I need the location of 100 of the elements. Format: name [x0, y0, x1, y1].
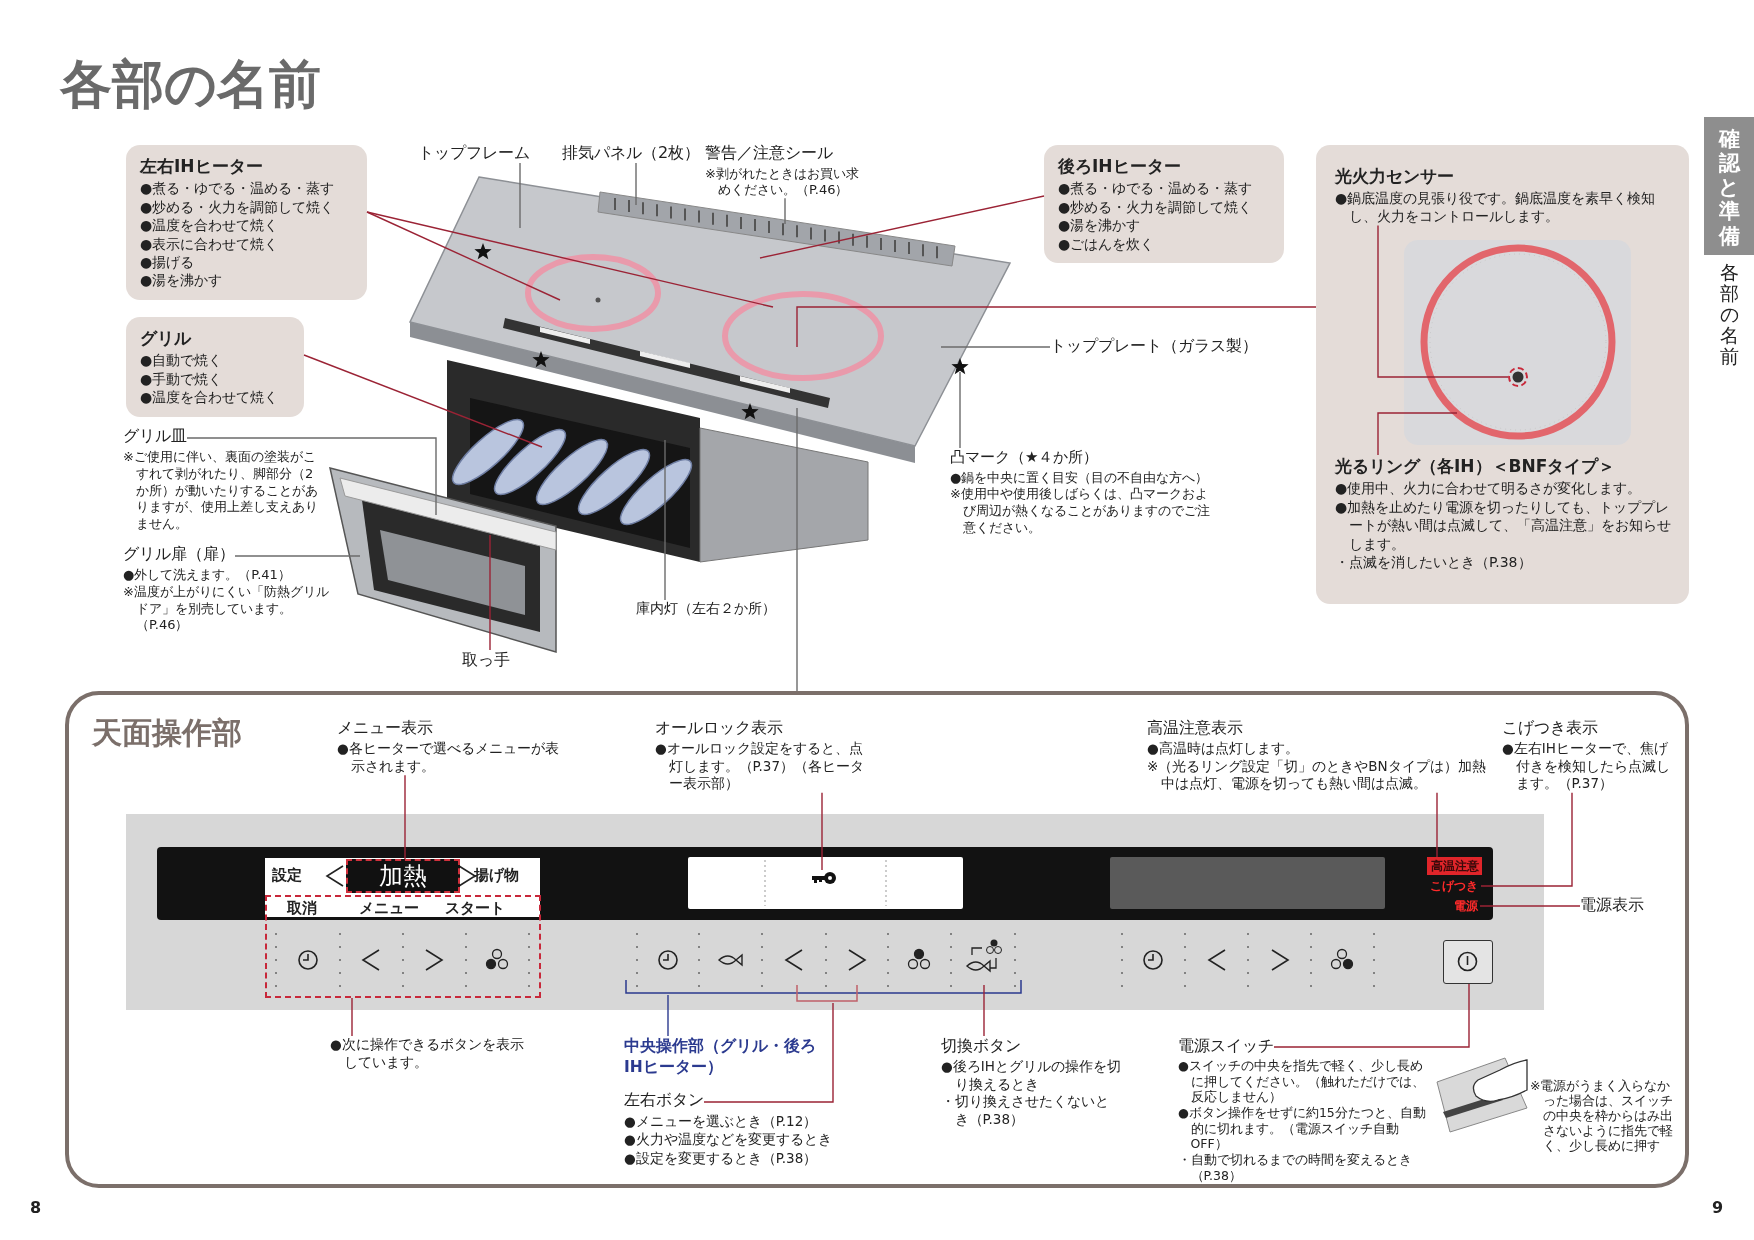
callout-text: ●鍋底温度の見張り役です。鍋底温度を素早く検知し、火力をコントロールします。 — [1335, 189, 1657, 226]
info-panel — [1316, 145, 1689, 604]
part-label: 庫内灯（左右２か所） — [636, 600, 776, 618]
callout-text: ●高温時は点灯します。 — [1147, 740, 1300, 758]
display-text: 揚げ物 — [474, 866, 519, 885]
section-heading: 天面操作部 — [92, 714, 242, 752]
leader-line — [784, 197, 786, 225]
callout-heading: メニュー表示 — [337, 718, 433, 739]
callout-heading: 電源スイッチ — [1178, 1036, 1274, 1057]
page-number: 9 — [1712, 1198, 1724, 1217]
callout-text: ※ご使用に伴い、裏面の塗装がこすれて剥がれたり、脚部分（2か所）が動いたりすることがありますが、使用上差し支えありません。 — [123, 448, 319, 534]
leader-line — [635, 162, 637, 206]
callout-text: ●表示に合わせて焼く — [140, 234, 280, 253]
callout-text: ●炒める・火力を調節して焼く — [1058, 197, 1254, 217]
side-label: 各部の名前 — [1718, 262, 1740, 367]
display-text: スタート — [445, 899, 505, 918]
leader-line — [186, 437, 437, 516]
leader-line — [1273, 983, 1470, 1048]
leader-line — [759, 195, 1045, 259]
callout-text: ●温度を合わせて焼く — [140, 216, 280, 235]
callout-text: ・切り換えさせたくないとき（P.38） — [941, 1093, 1110, 1129]
part-label: トップフレーム — [418, 143, 530, 163]
callout-text: ●湯を沸かす — [1058, 216, 1142, 235]
callout-text: ※温度が上がりにくい「防熱グリルドア」を別売しています。（P.46） — [123, 583, 330, 635]
leader-line — [303, 354, 543, 448]
callout-text: ※剥がれたときはお買い求めください。（P.46） — [705, 165, 860, 199]
leader-line — [234, 555, 361, 557]
callout-heading: オールロック表示 — [655, 718, 783, 739]
callout-text: ※使用中や使用後しばらくは、凸マークおよび周辺が熱くなることがありますのでご注意ください。 — [950, 486, 1211, 538]
part-label: トッププレート（ガラス製） — [1050, 336, 1258, 356]
callout-text: ・自動で切れるまでの時間を変えるとき（P.38） — [1178, 1151, 1413, 1184]
leader-line — [1479, 905, 1581, 907]
callout-text: ●炒める・火力を調節して焼く — [140, 197, 336, 217]
callout-heading: グリル皿 — [123, 426, 187, 447]
callout-text: ●温度を合わせて焼く — [140, 388, 280, 407]
callout-text: ●揚げる — [140, 252, 196, 272]
section-tab: 確認と準備 — [1704, 117, 1754, 255]
callout-heading: グリル — [140, 327, 191, 350]
part-label: 排気パネル（2枚） — [562, 143, 701, 163]
callout-text: ●設定を変更するとき（P.38） — [624, 1148, 819, 1167]
page-title: 各部の名前 — [60, 53, 321, 116]
callout-heading: こげつき表示 — [1502, 718, 1598, 739]
callout-text: ●自動で焼く — [140, 351, 224, 370]
callout-text: ●ごはんを炊く — [1058, 234, 1156, 253]
leader-line — [703, 1002, 834, 1103]
display-text: メニュー — [359, 899, 419, 918]
callout-heading: 高温注意表示 — [1147, 718, 1243, 739]
leader-line — [351, 997, 353, 1037]
callout-heading: 電源表示 — [1580, 896, 1644, 916]
display-highlight: 加熱 — [346, 859, 460, 893]
leader-line — [821, 792, 823, 871]
sensor-dot — [1508, 367, 1528, 387]
callout-text: ※（光るリング設定「切」のときやBNタイプは）加熱中は点灯、電源を切っても熱い間は点滅。 — [1147, 757, 1487, 793]
callout-text: ●左右IHヒーターで、焦げ付きを検知したら点滅します。（P.37） — [1502, 740, 1671, 793]
callout-text: ●湯を沸かす — [140, 271, 224, 290]
key-icon — [810, 870, 838, 886]
callout-text: ●手動で焼く — [140, 369, 224, 389]
callout-text: ●オールロック設定をすると、点灯します。（P.37）（各ヒーター表示部） — [655, 740, 865, 793]
leader-line — [664, 439, 666, 601]
callout-heading: 光火力センサー — [1335, 165, 1454, 188]
callout-text: ●後ろIHとグリルの操作を切り換えるとき — [941, 1058, 1121, 1094]
leader-line — [1377, 412, 1458, 456]
callout-bubble — [1044, 145, 1284, 263]
leader-line — [366, 211, 561, 301]
part-label: 取っ手 — [462, 650, 510, 670]
callout-heading: 中央操作部（グリル・後ろIHヒーター） — [624, 1036, 834, 1078]
leader-line — [940, 346, 1051, 348]
callout-text: ・点滅を消したいとき（P.38） — [1335, 552, 1533, 572]
page-number: 8 — [30, 1198, 42, 1217]
callout-heading: 切換ボタン — [941, 1036, 1021, 1057]
leader-line — [366, 211, 774, 308]
callout-text: ●各ヒーターで選べるメニューが表示されます。 — [337, 740, 560, 776]
callout-bubble — [126, 317, 304, 417]
callout-text: ●鍋を中央に置く目安（目の不自由な方へ） — [950, 469, 1210, 487]
indicator-lamp: 高温注意 — [1427, 857, 1482, 875]
power-button — [1443, 940, 1493, 984]
callout-heading: 警告／注意シール — [705, 143, 833, 164]
callout-text: ●煮る・ゆでる・温める・蒸す — [140, 179, 336, 198]
leader-line — [983, 984, 985, 1037]
leader-line — [1436, 792, 1438, 858]
leader-line — [667, 994, 669, 1037]
callout-text: ●外して洗えます。（P.41） — [123, 566, 292, 584]
callout-heading: 光るリング（各IH）＜BNFタイプ＞ — [1335, 455, 1616, 478]
indicator-lamp: 電源 — [1452, 897, 1480, 915]
callout-text: ●煮る・ゆでる・温める・蒸す — [1058, 179, 1254, 198]
leader-line — [796, 407, 798, 692]
callout-text: ●メニューを選ぶとき（P.12） — [624, 1112, 819, 1131]
callout-text: ●火力や温度などを変更するとき — [624, 1130, 833, 1149]
callout-heading: 左右IHヒーター — [140, 155, 263, 178]
callout-heading: 後ろIHヒーター — [1058, 155, 1181, 178]
leader-line — [1377, 224, 1509, 378]
callout-text: ●スイッチの中央を指先で軽く、少し長めに押してください。（触れただけでは、反応しません） — [1178, 1058, 1426, 1105]
callout-text: ●使用中、火力に合わせて明るさが変化します。 — [1335, 479, 1643, 498]
callout-heading: グリル扉（扉） — [123, 544, 235, 565]
callout-text: ●次に操作できるボタンを表示しています。 — [330, 1036, 530, 1072]
display-text: 取消 — [287, 899, 317, 918]
callout-bubble — [126, 145, 367, 300]
dashed-outline — [265, 895, 541, 998]
section-frame — [65, 691, 1689, 1188]
callout-text: ●ボタン操作をせずに約15分たつと、自動的に切れます。（電源スイッチ自動OFF） — [1178, 1105, 1427, 1152]
